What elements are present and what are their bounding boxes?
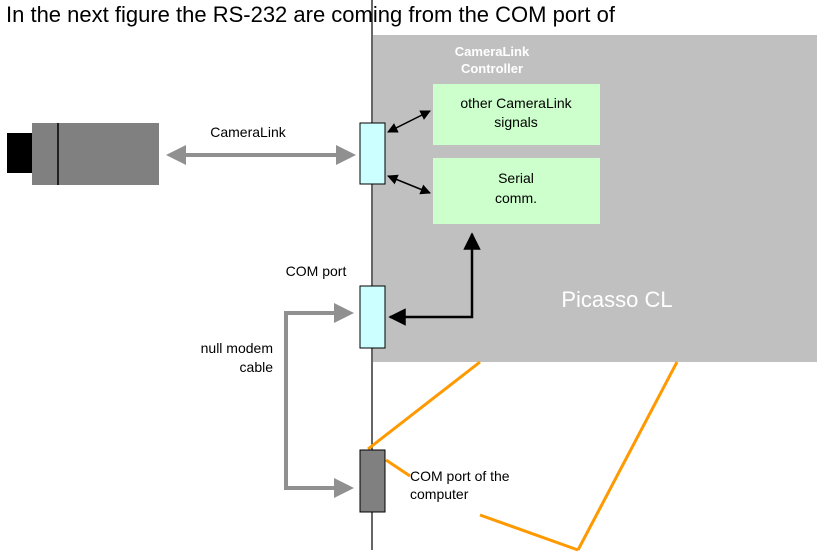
computer-com-connector — [359, 449, 386, 513]
other-signals-line2: signals — [494, 114, 538, 130]
arrow-to-serial-comm — [387, 174, 431, 195]
null-modem-cable — [284, 303, 354, 498]
camera — [7, 123, 159, 185]
figure-caption: In the next figure the RS-232 are coming… — [6, 2, 616, 27]
camera-lens — [7, 133, 32, 173]
null-modem-label-line2: cable — [240, 359, 274, 375]
serial-comm-line1: Serial — [498, 170, 534, 186]
orange-lines — [367, 360, 679, 552]
com-port-connector — [359, 285, 386, 349]
serial-comm-line2: comm. — [495, 190, 537, 206]
com-port-label: COM port — [286, 263, 347, 279]
serial-comm-box — [433, 158, 600, 224]
other-signals-box — [433, 84, 600, 145]
controller-title-line1: CameraLink — [455, 44, 530, 59]
board-name: Picasso CL — [561, 287, 672, 312]
computer-com-label-line1: COM port of the — [410, 468, 510, 484]
cameralink-label: CameraLink — [210, 124, 286, 140]
camera-body — [32, 123, 159, 185]
null-modem-label-line1: null modem — [201, 340, 273, 356]
com-to-serial-arrow — [388, 232, 481, 326]
arrow-to-other-signals — [387, 110, 431, 133]
cameralink-connector — [359, 122, 386, 185]
other-signals-line1: other CameraLink — [460, 95, 572, 111]
controller-title-line2: Controller — [461, 61, 523, 76]
computer-com-label-line2: computer — [410, 486, 469, 502]
